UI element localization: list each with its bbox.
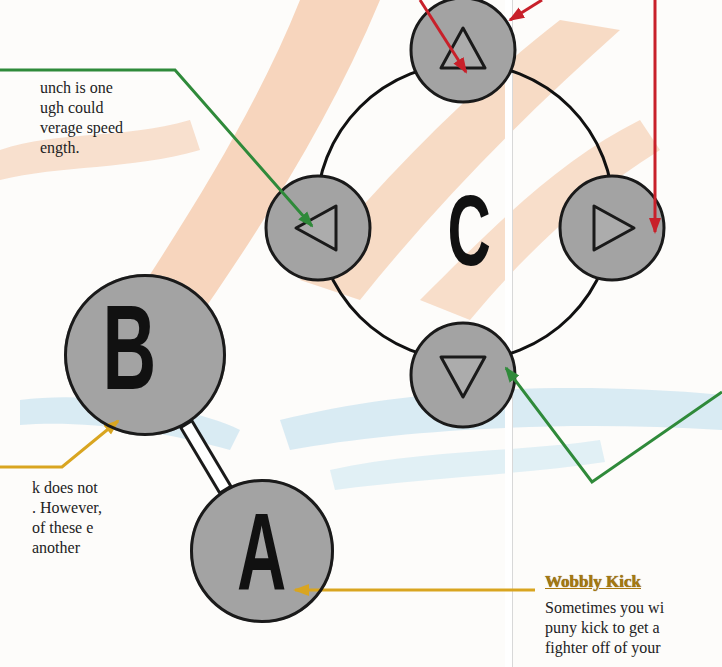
callout-text: Sometimes you wi puny kick to get a figh…	[545, 598, 695, 658]
button-link	[186, 424, 226, 490]
callout-text: unch is one ugh could verage speed ength…	[40, 78, 132, 158]
illustration-part	[512, 0, 513, 667]
callout-text: k does not . However, of these e another	[32, 478, 104, 558]
illustration-part	[330, 440, 605, 490]
illustration-part	[295, 589, 535, 592]
illustration-part	[0, 70, 312, 226]
illustration-part	[510, 0, 542, 20]
illustration-part	[505, 0, 512, 667]
illustration-part	[187, 425, 225, 488]
circle-outline	[66, 276, 225, 435]
button-letter: C	[447, 180, 490, 280]
c-buttons	[266, 0, 664, 427]
leader-lines	[0, 0, 722, 590]
button-fills	[64, 274, 334, 623]
illustration-part	[441, 357, 485, 397]
ring-outline	[317, 64, 614, 361]
illustration-part	[190, 479, 334, 623]
illustration-part	[441, 28, 485, 68]
illustration-part	[411, 0, 515, 102]
c-button-ring: C	[315, 62, 615, 362]
a-button: A	[190, 479, 334, 623]
callout-heading: Wobbly Kick	[545, 572, 641, 592]
button-letter: B	[102, 287, 156, 407]
illustration-part	[654, 0, 657, 232]
arrow-symbols	[296, 28, 634, 397]
illustration-part	[64, 274, 226, 436]
illustration-part	[411, 323, 515, 427]
illustration-part	[186, 424, 226, 490]
button-letter: A	[237, 496, 286, 606]
illustration-part	[420, 0, 466, 72]
illustration-part	[506, 368, 722, 482]
b-button: B	[64, 274, 226, 436]
illustration-part	[0, 421, 118, 467]
circle-outline	[192, 481, 333, 622]
